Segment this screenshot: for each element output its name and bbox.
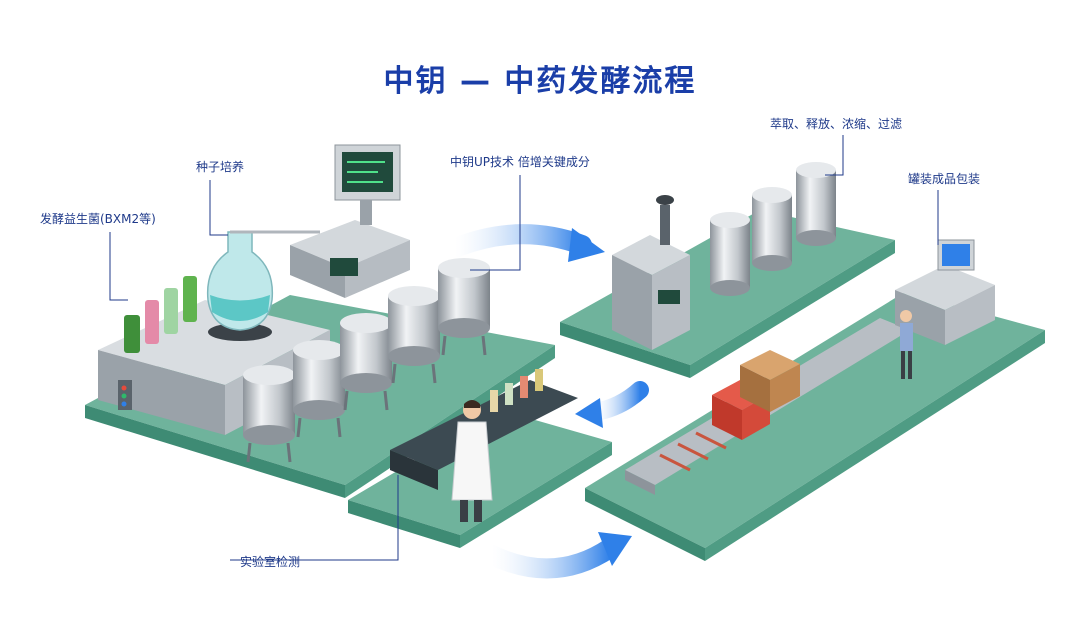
flow-arrow-to-packaging (482, 532, 632, 579)
extraction-machine (612, 195, 690, 350)
callout-lines (109, 135, 939, 561)
product-box-brown (740, 350, 800, 412)
fermentation-tank-4 (388, 286, 440, 384)
control-unit (230, 144, 410, 298)
fermentation-tank-2 (293, 340, 345, 438)
fermentation-tank-5 (438, 258, 490, 356)
flow-arrow-to-lab (575, 381, 649, 428)
fermentation-tank-3 (340, 313, 392, 411)
label-packaging: 罐装成品包装 (908, 172, 981, 186)
packaging-control-panel (895, 239, 995, 345)
scientist-figure (451, 400, 493, 522)
label-lab-test: 实验室检测 (240, 555, 301, 569)
platform-packaging (585, 292, 1045, 561)
worker-figure (900, 310, 913, 379)
extraction-tank-2 (752, 187, 792, 271)
label-seed-culture: 种子培养 (196, 160, 245, 174)
label-extraction: 萃取、释放、浓缩、过滤 (770, 117, 903, 131)
fermentation-tank-1 (243, 365, 295, 463)
extraction-tank-1 (710, 212, 750, 296)
label-probiotics: 发酵益生菌(BXM2等) (40, 212, 156, 226)
page-title: 中钥 — 中药发酵流程 (383, 64, 697, 99)
extraction-tank-3 (796, 162, 836, 246)
flow-arrow-to-extraction (445, 224, 605, 262)
label-up-tech: 中钥UP技术 倍增关键成分 (450, 155, 590, 169)
